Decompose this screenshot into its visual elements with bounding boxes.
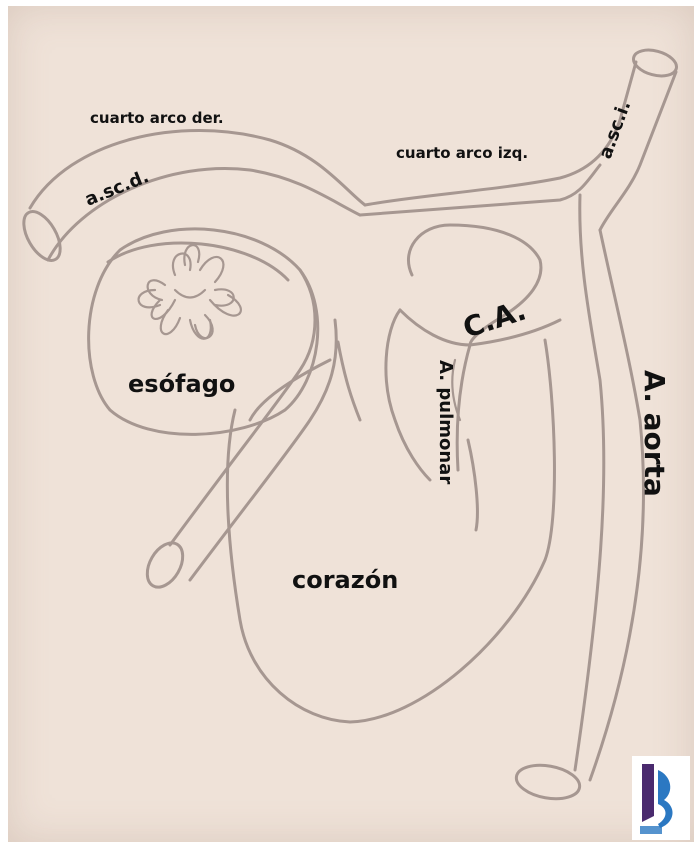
label-asc-d: a.sc.d. xyxy=(82,166,152,211)
logo xyxy=(632,756,690,840)
label-ca: C.A. xyxy=(459,293,530,344)
label-asc-i: a.sc.i. xyxy=(595,98,635,162)
label-a-pulmonar: A. pulmonar xyxy=(435,360,456,484)
label-a-aorta: A. aorta xyxy=(638,370,671,497)
label-cuarto-arco-der: cuarto arco der. xyxy=(90,109,224,127)
label-corazon: corazón xyxy=(292,566,398,594)
label-esofago: esófago xyxy=(128,370,235,398)
logo-mark-icon xyxy=(632,756,690,840)
label-cuarto-arco-izq: cuarto arco izq. xyxy=(396,144,528,162)
